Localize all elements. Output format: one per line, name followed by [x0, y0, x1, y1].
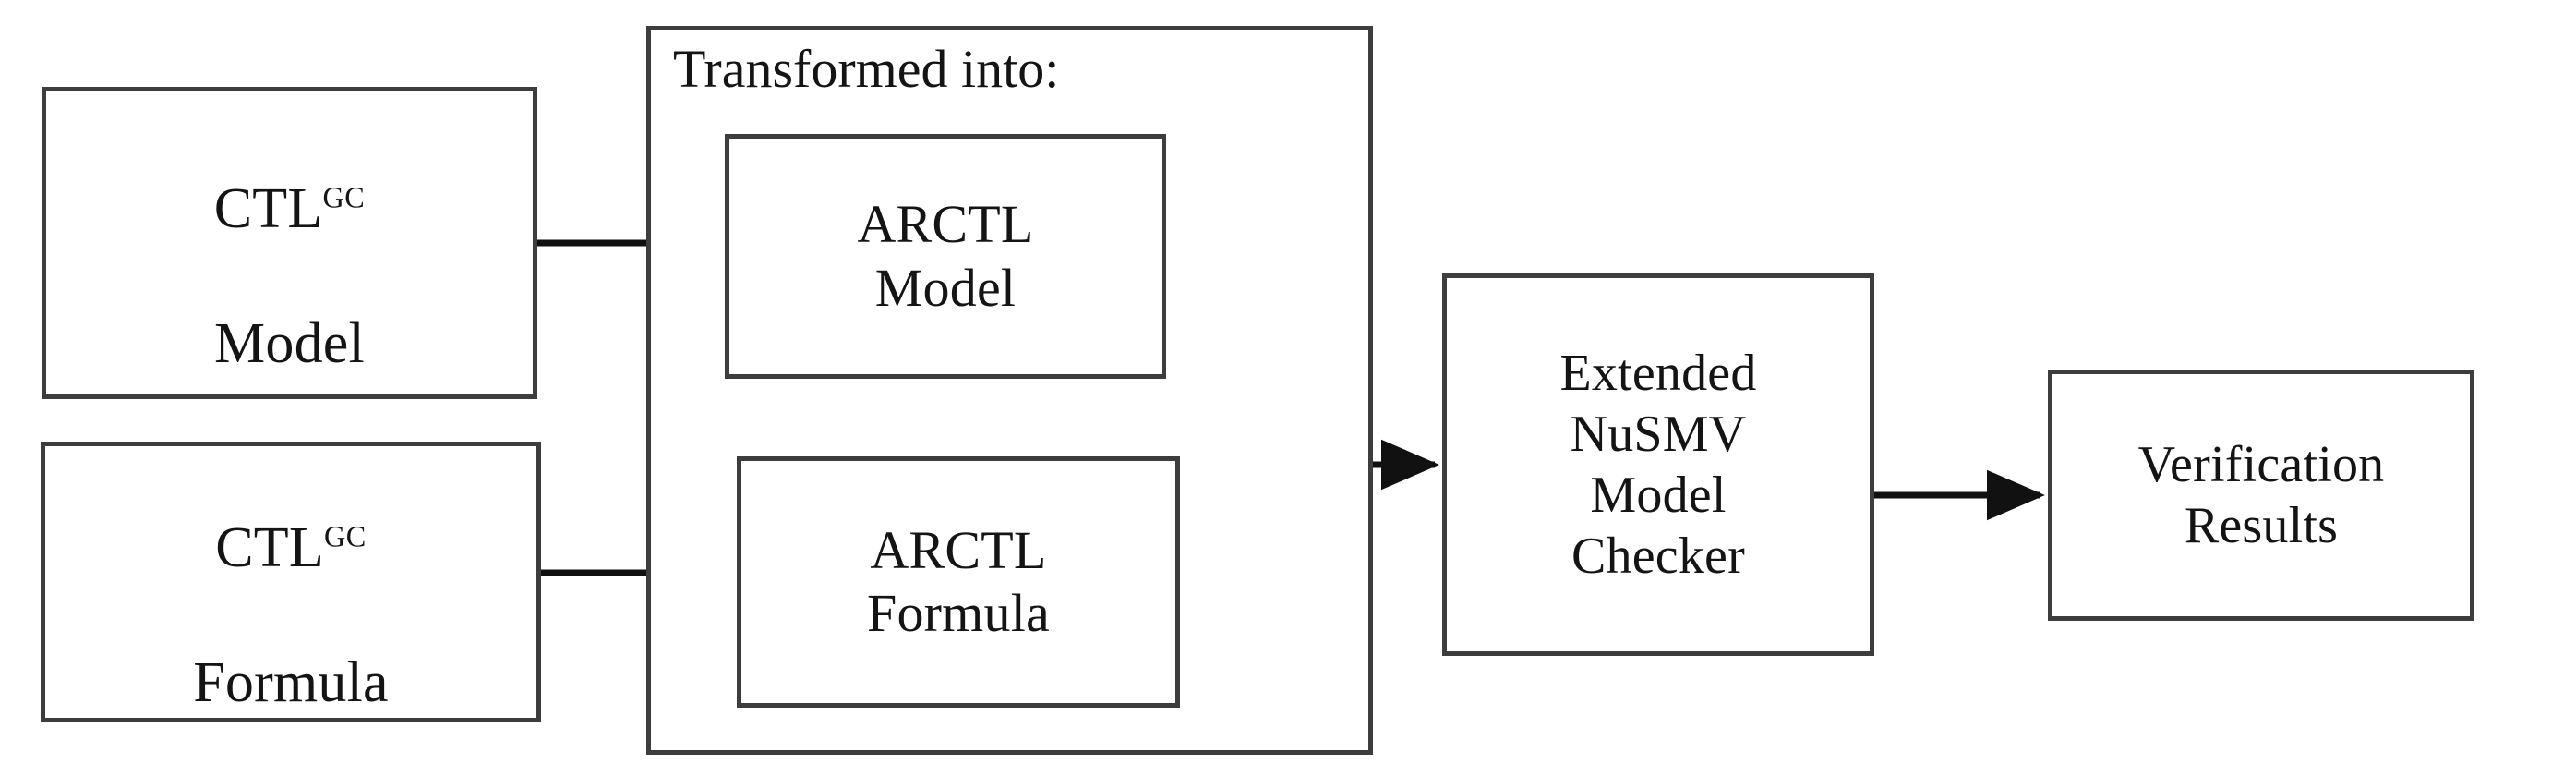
ctl-formula-superscript: GC: [323, 519, 367, 553]
node-arctl-formula-label: ARCTL Formula: [867, 519, 1050, 643]
node-verification-results: Verification Results: [2048, 370, 2474, 621]
node-ctl-gc-formula-label: CTLGC Formula: [193, 447, 389, 718]
node-ctl-gc-model: CTLGC Model: [42, 87, 537, 399]
node-extended-nusmv-model-checker-label: Extended NuSMV Model Checker: [1559, 344, 1757, 586]
node-arctl-formula: ARCTL Formula: [737, 456, 1180, 708]
node-arctl-model: ARCTL Model: [725, 134, 1166, 379]
group-transformed-into-caption: Transformed into:: [673, 39, 1060, 99]
ctl-model-superscript: GC: [322, 180, 366, 214]
node-ctl-gc-model-label: CTLGC Model: [214, 108, 365, 379]
node-extended-nusmv-model-checker: Extended NuSMV Model Checker: [1442, 273, 1874, 656]
ctl-model-base-text: CTL: [213, 176, 323, 240]
node-ctl-gc-formula: CTLGC Formula: [41, 442, 541, 722]
node-arctl-model-label: ARCTL Model: [857, 194, 1034, 318]
ctl-formula-second-line: Formula: [193, 651, 389, 715]
node-verification-results-label: Verification Results: [2137, 435, 2385, 554]
ctl-model-second-line: Model: [214, 312, 365, 376]
ctl-formula-base-text: CTL: [215, 515, 324, 579]
